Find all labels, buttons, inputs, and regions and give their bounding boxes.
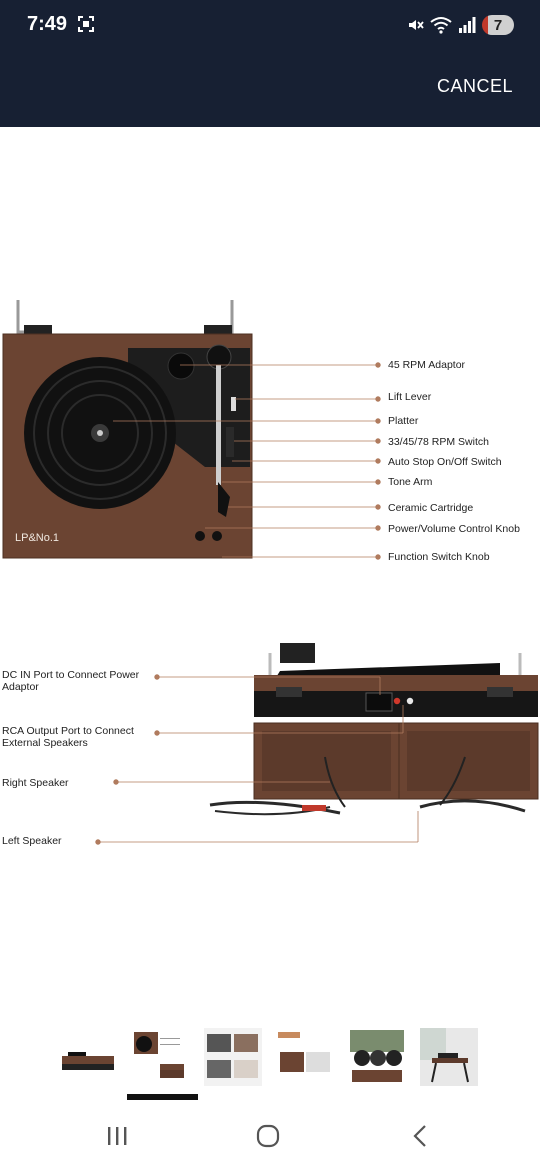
turntable-rear-view xyxy=(95,643,539,845)
battery-level: 7 xyxy=(493,16,503,34)
product-image: LP&No.1 45 RPM Adaptor Lift Lever Platte… xyxy=(0,127,540,1022)
callout-right-speaker: Right Speaker xyxy=(2,777,69,789)
callout-tone-arm: Tone Arm xyxy=(388,476,433,488)
cancel-button[interactable]: CANCEL xyxy=(436,76,513,96)
callout-45-rpm-adaptor: 45 RPM Adaptor xyxy=(388,359,466,371)
thumbnail-5[interactable] xyxy=(348,1028,406,1086)
signal-icon xyxy=(459,17,476,33)
wifi-icon xyxy=(430,17,452,34)
callout-auto-stop-switch: Auto Stop On/Off Switch xyxy=(388,456,502,468)
thumbnail-6[interactable] xyxy=(420,1028,478,1086)
turntable-top-view xyxy=(2,300,381,560)
callout-rpm-switch: 33/45/78 RPM Switch xyxy=(388,436,489,448)
status-time: 7:49 xyxy=(27,13,68,35)
callout-lift-lever: Lift Lever xyxy=(388,391,432,403)
thumbnail-strip xyxy=(58,1028,482,1090)
callout-function-switch-knob: Function Switch Knob xyxy=(388,551,490,563)
system-nav-bar xyxy=(0,1100,540,1170)
callout-ceramic-cartridge: Ceramic Cartridge xyxy=(388,502,474,514)
home-button[interactable] xyxy=(248,1120,288,1152)
selected-thumbnail-indicator xyxy=(127,1094,198,1100)
thumbnail-3[interactable] xyxy=(204,1028,262,1086)
back-icon xyxy=(413,1125,426,1147)
recent-apps-button[interactable] xyxy=(97,1120,137,1152)
callout-dc-in-port: DC IN Port to Connect Power Adaptor xyxy=(2,669,140,693)
callout-platter: Platter xyxy=(388,415,419,427)
home-icon xyxy=(256,1124,280,1148)
callout-rca-output-port: RCA Output Port to Connect External Spea… xyxy=(2,725,134,749)
top-bar: 7:49 7 CANCEL xyxy=(0,0,540,127)
brand-logo: LP&No.1 xyxy=(15,532,60,544)
status-icons: 7 xyxy=(406,13,514,37)
callout-left-speaker: Left Speaker xyxy=(2,835,62,847)
back-button[interactable] xyxy=(400,1120,440,1152)
thumbnail-2[interactable] xyxy=(130,1028,188,1086)
mute-icon xyxy=(409,20,424,30)
screenshot-icon xyxy=(78,16,94,32)
thumbnail-1[interactable] xyxy=(58,1028,116,1086)
recent-apps-icon xyxy=(108,1127,127,1145)
thumbnail-4[interactable] xyxy=(276,1028,334,1086)
callout-power-volume-knob: Power/Volume Control Knob xyxy=(388,523,520,535)
battery-indicator: 7 xyxy=(482,15,514,35)
